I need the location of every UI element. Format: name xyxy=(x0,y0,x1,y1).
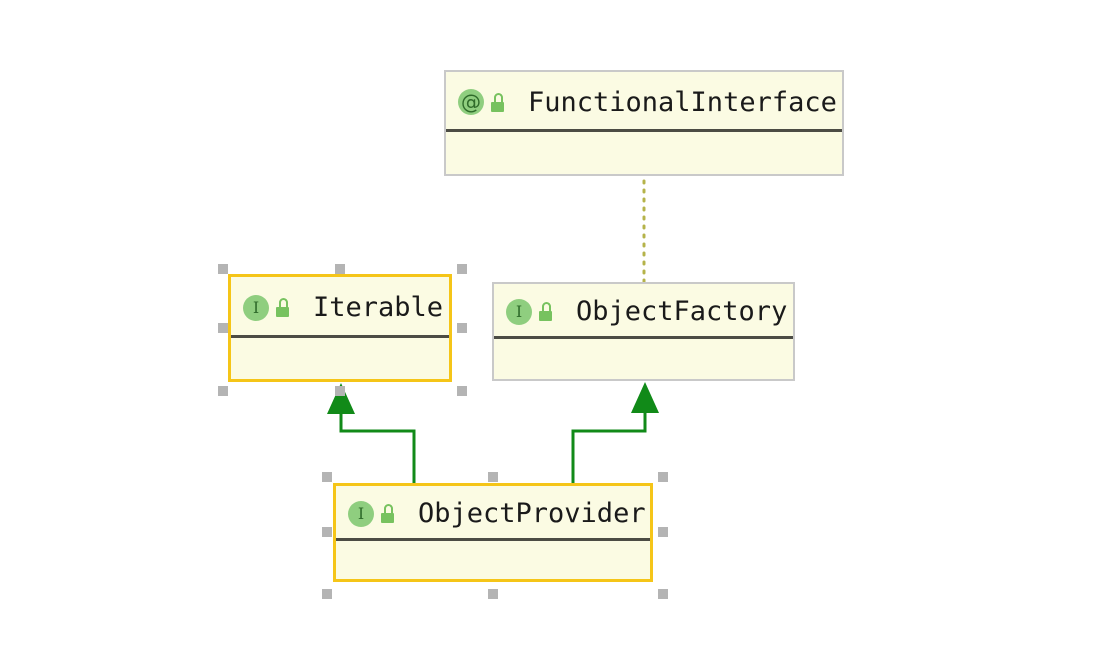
unlocked-padlock-icon xyxy=(491,92,508,112)
interface-badge-icon: I xyxy=(348,500,374,527)
unlocked-padlock-icon xyxy=(276,298,293,317)
selection-handle-object-provider[interactable] xyxy=(322,589,332,599)
interface-badge-icon: I xyxy=(506,298,532,325)
uml-node-header: I Iterable xyxy=(231,277,449,338)
selection-handle-object-provider[interactable] xyxy=(488,589,498,599)
selection-handle-object-provider[interactable] xyxy=(658,472,668,482)
edge-generalization-object-provider-object-factory[interactable] xyxy=(571,412,647,483)
annotation-badge-glyph: @ xyxy=(461,90,481,114)
uml-node-members-compartment xyxy=(446,132,842,174)
selection-handle-iterable[interactable] xyxy=(218,386,228,396)
padlock-body xyxy=(539,311,552,321)
selection-handle-iterable[interactable] xyxy=(218,264,228,274)
unlocked-padlock-icon xyxy=(539,302,556,321)
padlock-shackle xyxy=(384,504,393,513)
padlock-body xyxy=(381,513,394,523)
uml-node-members-compartment xyxy=(494,339,793,379)
padlock-shackle xyxy=(279,298,288,307)
edge-generalization-object-provider-iterable[interactable] xyxy=(339,412,416,483)
unlocked-padlock-icon xyxy=(381,504,398,523)
interface-badge-glyph: I xyxy=(252,297,260,317)
uml-node-title: ObjectProvider xyxy=(418,498,646,529)
interface-badge-glyph: I xyxy=(357,503,365,523)
padlock-body xyxy=(276,307,289,317)
interface-badge-glyph: I xyxy=(515,301,523,321)
selection-handle-iterable[interactable] xyxy=(335,386,345,396)
selection-handle-object-provider[interactable] xyxy=(658,527,668,537)
selection-handle-iterable[interactable] xyxy=(457,323,467,333)
selection-handle-object-provider[interactable] xyxy=(322,472,332,482)
arrowhead-object-factory xyxy=(631,382,659,413)
selection-handle-iterable[interactable] xyxy=(457,264,467,274)
selection-handle-iterable[interactable] xyxy=(335,264,345,274)
uml-node-functional-interface[interactable]: @ FunctionalInterface xyxy=(444,70,844,176)
padlock-shackle xyxy=(542,302,551,311)
selection-handle-iterable[interactable] xyxy=(457,386,467,396)
interface-badge-icon: I xyxy=(243,294,269,321)
uml-node-title: FunctionalInterface xyxy=(528,86,837,118)
selection-handle-object-provider[interactable] xyxy=(658,589,668,599)
padlock-body xyxy=(491,101,504,112)
uml-node-iterable[interactable]: I Iterable xyxy=(228,274,452,382)
uml-node-members-compartment xyxy=(231,338,449,379)
uml-node-header: I ObjectProvider xyxy=(336,486,650,541)
uml-node-header: @ FunctionalInterface xyxy=(446,72,842,132)
uml-node-members-compartment xyxy=(336,541,650,579)
uml-node-title: Iterable xyxy=(313,292,444,323)
selection-handle-iterable[interactable] xyxy=(218,323,228,333)
annotation-badge-icon: @ xyxy=(458,89,484,115)
selection-handle-object-provider[interactable] xyxy=(488,472,498,482)
padlock-shackle xyxy=(494,92,503,102)
uml-node-object-factory[interactable]: I ObjectFactory xyxy=(492,282,795,381)
uml-node-title: ObjectFactory xyxy=(576,296,788,327)
uml-node-header: I ObjectFactory xyxy=(494,284,793,339)
selection-handle-object-provider[interactable] xyxy=(322,527,332,537)
uml-node-object-provider[interactable]: I ObjectProvider xyxy=(333,483,653,582)
